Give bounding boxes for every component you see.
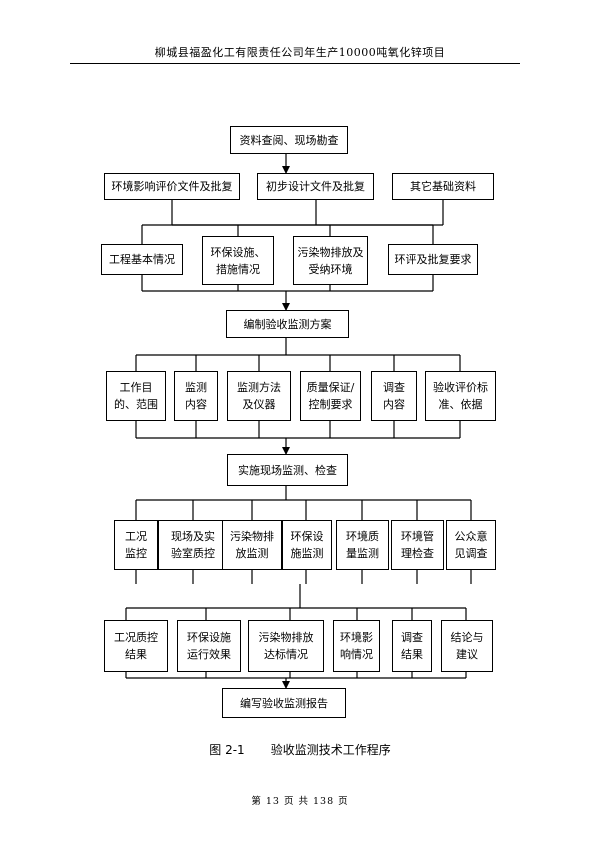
figure-caption: 图 2-1 验收监测技术工作程序 [0, 741, 600, 758]
flow-box-survey-content: 调查 内容 [371, 371, 417, 421]
flow-box-monitoring-method: 监测方法 及仪器 [227, 371, 291, 421]
flow-box-pollutant-discharge: 污染物排放及 受纳环境 [293, 236, 368, 285]
flow-step-data-review: 资料查阅、现场勘查 [230, 126, 348, 154]
figure-number: 图 2-1 [209, 743, 245, 757]
flow-box-preliminary-design: 初步设计文件及批复 [257, 173, 374, 200]
flow-box-operating-conditions: 工况 监控 [114, 520, 158, 570]
flow-step-compile-plan: 编制验收监测方案 [226, 310, 349, 338]
flow-box-evaluation-standards: 验收评价标 准、依据 [425, 371, 496, 421]
flow-box-eia-documents: 环境影响评价文件及批复 [104, 173, 240, 200]
flow-box-conclusions: 结论与 建议 [441, 620, 493, 672]
flow-box-quality-assurance: 质量保证/ 控制要求 [300, 371, 361, 421]
flow-box-quality-monitoring: 环境质 量监测 [336, 520, 389, 570]
flow-box-facility-effect: 环保设施 运行效果 [177, 620, 241, 672]
flow-box-lab-quality-control: 现场及实 验室质控 [158, 520, 228, 570]
flow-box-other-basic-data: 其它基础资料 [392, 173, 494, 200]
flow-box-public-survey: 公众意 见调查 [446, 520, 496, 570]
flow-box-survey-results: 调查 结果 [392, 620, 432, 672]
flow-box-emission-compliance: 污染物排放 达标情况 [248, 620, 324, 672]
flow-box-eia-requirements: 环评及批复要求 [388, 244, 478, 275]
flow-box-env-facilities: 环保设施、 措施情况 [202, 236, 274, 285]
figure-title: 验收监测技术工作程序 [270, 743, 391, 757]
flow-box-project-basics: 工程基本情况 [101, 244, 183, 275]
flow-box-monitoring-content: 监测 内容 [174, 371, 218, 421]
page-footer: 第 13 页 共 138 页 [251, 796, 349, 807]
flow-box-env-impact: 环境影 响情况 [333, 620, 380, 672]
flow-box-emission-monitoring: 污染物排 放监测 [222, 520, 282, 570]
flow-box-management-check: 环境管 理检查 [391, 520, 444, 570]
flow-box-work-purpose: 工作目 的、范围 [106, 371, 166, 421]
flow-box-facility-monitoring: 环保设 施监测 [282, 520, 332, 570]
flow-box-operating-results: 工况质控 结果 [104, 620, 168, 672]
flow-step-write-report: 编写验收监测报告 [222, 688, 346, 718]
flow-step-field-monitoring: 实施现场监测、检查 [227, 454, 348, 486]
page-header: 柳城县福盈化工有限责任公司年生产10000吨氧化锌项目 [154, 46, 446, 59]
header-rule [70, 63, 520, 64]
